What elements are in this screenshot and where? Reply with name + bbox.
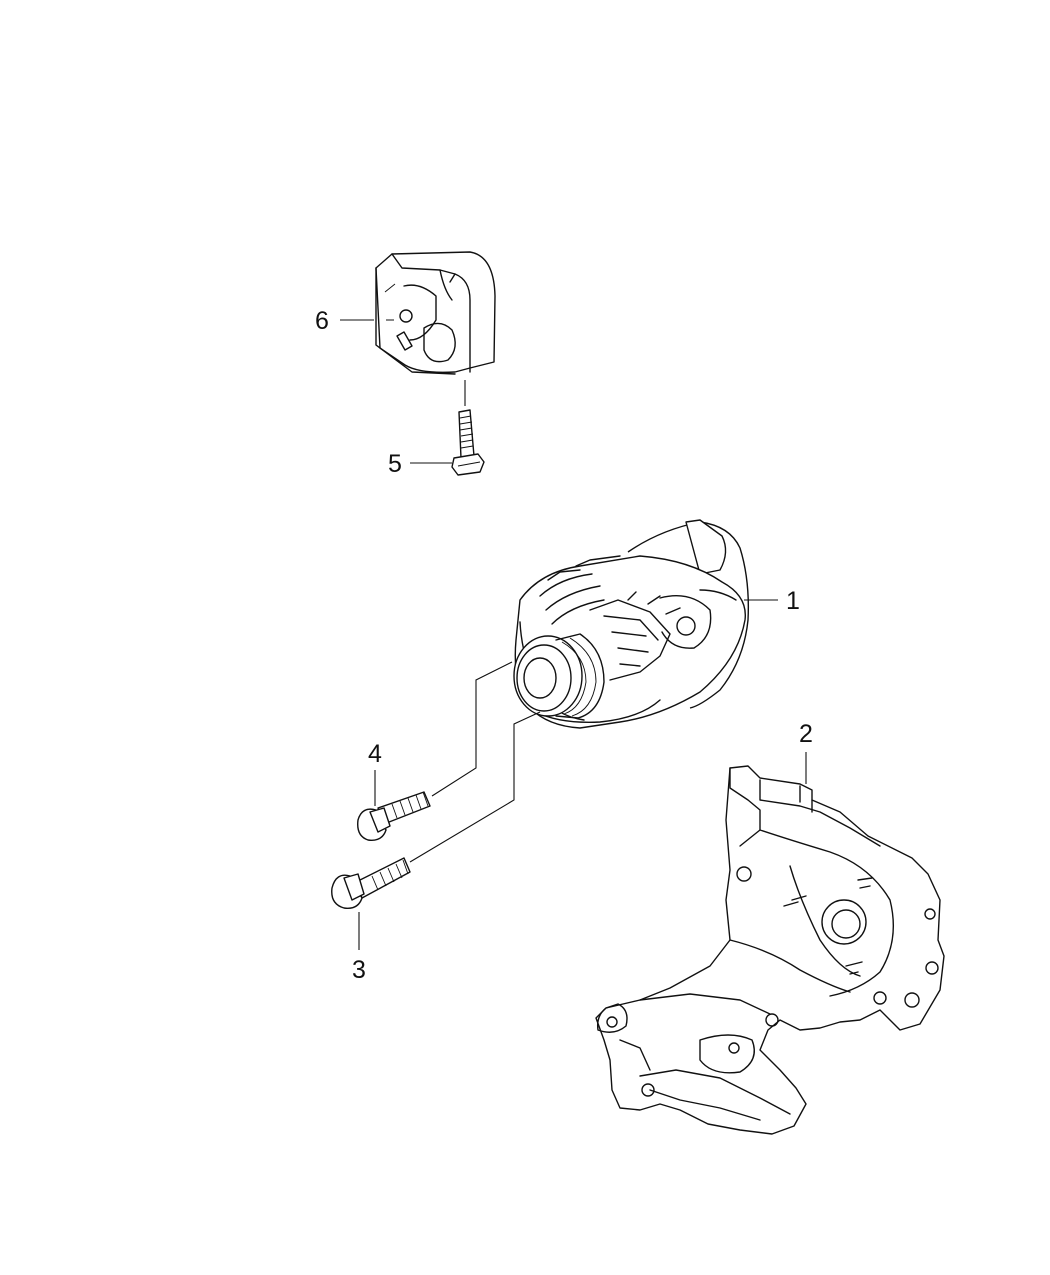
callout-2: 2: [799, 720, 813, 748]
leader-lines: [340, 319, 807, 950]
bolt-lower-part[interactable]: [331, 857, 411, 909]
bolt-upper-part[interactable]: [357, 791, 431, 841]
leader-bolt3-to-alt: [409, 711, 541, 863]
callout-5: 5: [388, 450, 402, 478]
leader-bolt4-to-alt: [431, 661, 513, 797]
callout-6: 6: [315, 307, 329, 335]
callout-1: 1: [786, 587, 800, 615]
shield-bolt-part[interactable]: [451, 409, 485, 476]
callout-3: 3: [352, 956, 366, 984]
alternator-part[interactable]: [513, 519, 749, 729]
alternator-bracket-part[interactable]: [595, 765, 945, 1135]
heat-shield-part[interactable]: [375, 251, 496, 375]
callout-4: 4: [368, 740, 382, 768]
